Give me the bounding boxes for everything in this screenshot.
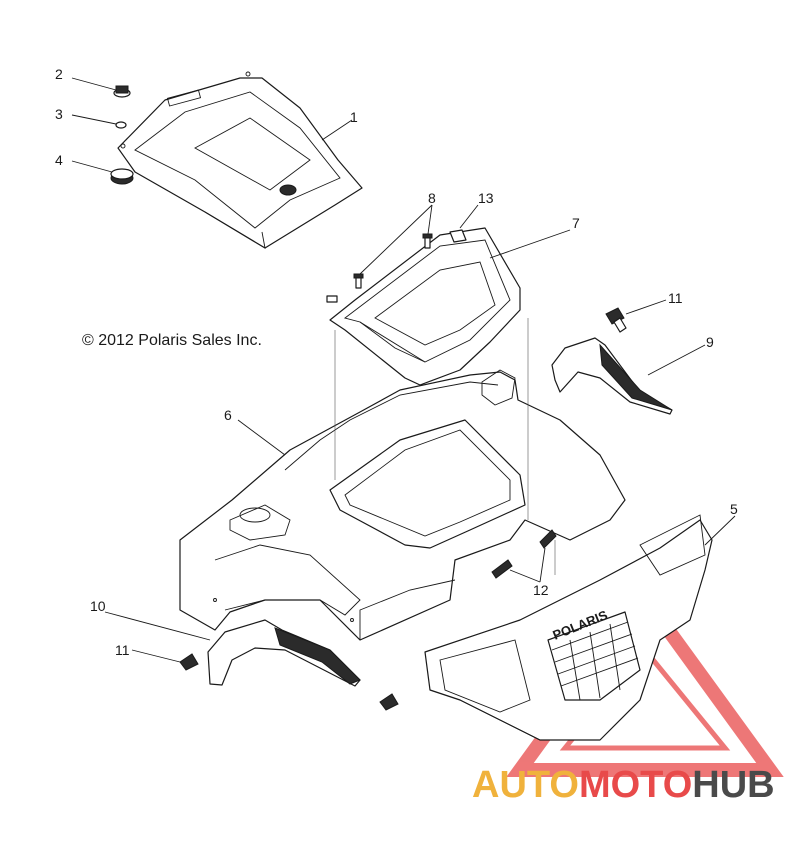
callout-13: 13 (478, 190, 494, 206)
callout-8: 8 (428, 190, 436, 206)
callout-11-bottom: 11 (115, 642, 130, 658)
part-8-screws (353, 233, 433, 289)
part-9-trim (551, 337, 673, 415)
part-6-hood (179, 369, 626, 641)
part-5-front-bumper: POLARIS (424, 514, 713, 741)
assembly-guides (334, 318, 556, 575)
callout-12: 12 (533, 582, 549, 598)
part-2-knob (113, 85, 131, 98)
callout-4: 4 (55, 152, 63, 168)
leader-lines (71, 77, 736, 663)
part-11-rivet-top (605, 307, 627, 333)
callout-1: 1 (350, 109, 358, 125)
part-3-washer (115, 121, 127, 129)
watermark-hub: HUB (692, 764, 774, 806)
part-13-clip (449, 229, 467, 243)
part-7-storage-tub (326, 227, 521, 386)
watermark-auto: AUTO (472, 764, 579, 806)
callout-2: 2 (55, 66, 63, 82)
callout-10: 10 (90, 598, 106, 614)
callout-9: 9 (706, 334, 714, 350)
callout-7: 7 (572, 215, 580, 231)
callout-6: 6 (224, 407, 232, 423)
copyright-notice: © 2012 Polaris Sales Inc. (82, 332, 262, 349)
watermark-brand: AUTOMOTOHUB (472, 764, 775, 806)
callout-3: 3 (55, 106, 63, 122)
callout-11-top: 11 (668, 290, 683, 306)
callout-5: 5 (730, 501, 738, 517)
part-10-fender-trim (207, 619, 361, 687)
part-1-cover (117, 71, 363, 249)
part-12-screws (491, 529, 557, 579)
watermark-moto: MOTO (579, 764, 692, 806)
part-4-grommet (110, 168, 134, 185)
part-11-rivet-bottom (179, 653, 399, 711)
grille-mesh (551, 621, 639, 701)
